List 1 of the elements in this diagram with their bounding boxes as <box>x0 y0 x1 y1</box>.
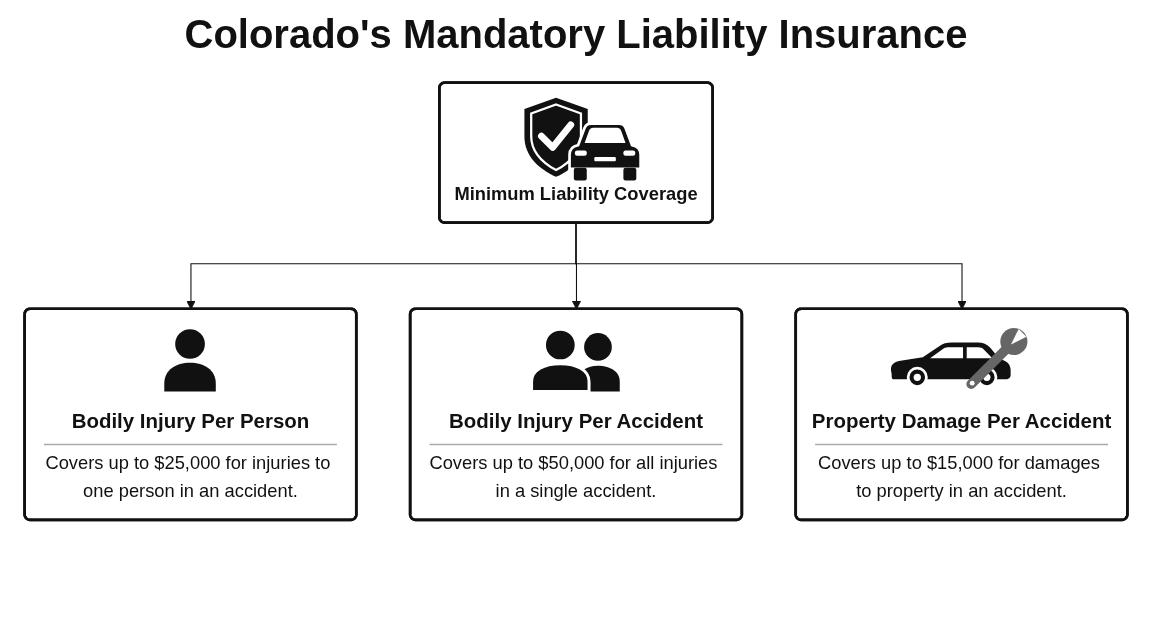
diagram-title: Colorado's Mandatory Liability Insurance <box>183 11 969 58</box>
